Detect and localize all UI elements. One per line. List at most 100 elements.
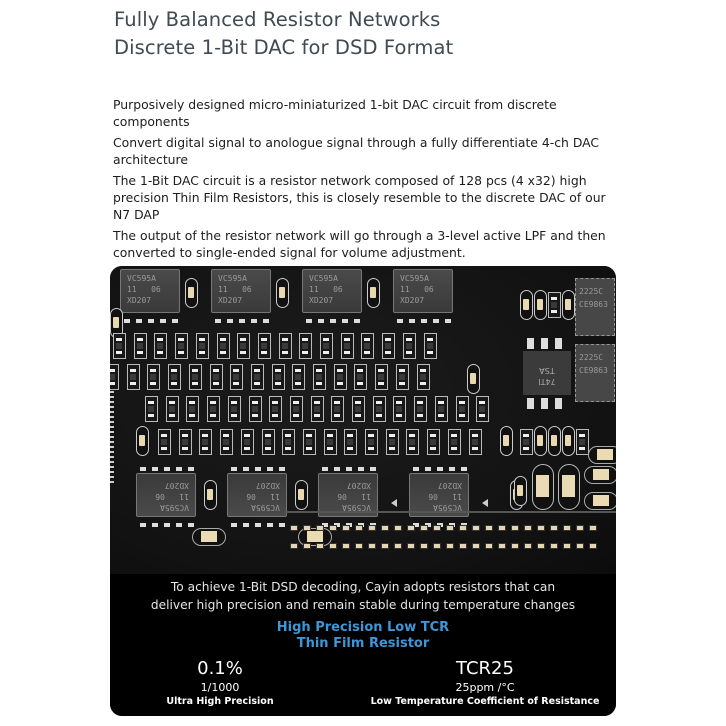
feature-item: The output of the resistor network will … bbox=[113, 228, 606, 260]
resistor bbox=[216, 333, 230, 359]
resistor bbox=[278, 333, 292, 359]
chip-pins bbox=[231, 467, 285, 471]
feature-list: Purposively designed micro-miniaturized … bbox=[113, 96, 623, 265]
capacitor bbox=[467, 364, 480, 394]
resistor bbox=[393, 396, 407, 422]
capacitor bbox=[367, 278, 380, 308]
resistor bbox=[416, 364, 430, 390]
stat-label: Ultra High Precision bbox=[166, 696, 274, 707]
stat-label: Low Temperature Coefficient of Resistanc… bbox=[370, 696, 600, 707]
resistor bbox=[447, 429, 461, 455]
resistor bbox=[414, 396, 428, 422]
resistor bbox=[333, 364, 347, 390]
capacitor bbox=[584, 466, 616, 484]
resistor bbox=[240, 429, 254, 455]
resistor bbox=[331, 396, 345, 422]
caption-band bbox=[110, 574, 616, 716]
sot-pin bbox=[555, 398, 562, 409]
resistor bbox=[468, 429, 482, 455]
stat-value: 0.1% bbox=[197, 658, 243, 679]
capacitor bbox=[204, 480, 217, 510]
resistor bbox=[113, 333, 126, 359]
resistor bbox=[365, 429, 378, 455]
capacitor bbox=[192, 528, 226, 546]
resistor bbox=[434, 396, 448, 422]
chip-pins bbox=[140, 467, 194, 471]
chip-pins bbox=[306, 319, 360, 323]
resistor bbox=[406, 429, 420, 455]
resistor bbox=[188, 364, 202, 390]
resistor bbox=[320, 333, 333, 359]
feature-item: Purposively designed micro-miniaturized … bbox=[113, 97, 557, 129]
polarity-marker bbox=[482, 499, 488, 507]
capacitor bbox=[276, 278, 289, 308]
resistor bbox=[310, 396, 324, 422]
header-pin-row bbox=[290, 543, 597, 549]
resistor bbox=[168, 364, 182, 390]
resistor bbox=[250, 364, 264, 390]
pin-header bbox=[285, 511, 616, 569]
resistor bbox=[354, 364, 368, 390]
stat-value: TCR25 bbox=[456, 658, 514, 679]
capacitor bbox=[548, 426, 561, 456]
resistor bbox=[199, 429, 213, 455]
capacitor bbox=[534, 290, 547, 320]
resistor bbox=[395, 364, 409, 390]
sot-pin bbox=[541, 338, 548, 349]
resistor bbox=[344, 429, 358, 455]
resistor bbox=[230, 364, 244, 390]
resistor bbox=[302, 429, 316, 455]
resistor bbox=[292, 364, 306, 390]
chip-pins bbox=[231, 523, 285, 527]
capacitor bbox=[298, 528, 332, 546]
resistor bbox=[178, 429, 192, 455]
resistor bbox=[269, 396, 283, 422]
resistor bbox=[110, 364, 119, 390]
resistor bbox=[248, 396, 262, 422]
capacitor bbox=[562, 290, 575, 320]
resistor bbox=[520, 429, 533, 455]
resistor bbox=[195, 333, 209, 359]
feature-item: The 1-Bit DAC circuit is a resistor netw… bbox=[113, 173, 606, 222]
resistor bbox=[361, 333, 375, 359]
resistor bbox=[423, 333, 437, 359]
page-heading: Fully Balanced Resistor Networks Discret… bbox=[114, 6, 453, 62]
capacitor bbox=[534, 426, 547, 456]
chip-pins bbox=[215, 319, 269, 323]
stat-tcr: TCR25 25ppm /°C Low Temperature Coeffici… bbox=[360, 658, 610, 709]
capacitor bbox=[588, 446, 616, 464]
resistor bbox=[165, 396, 179, 422]
resistor bbox=[175, 333, 189, 359]
resistor bbox=[576, 429, 589, 455]
resistor bbox=[340, 333, 354, 359]
resistor bbox=[227, 396, 241, 422]
capacitor bbox=[500, 426, 513, 456]
capacitor bbox=[136, 426, 149, 456]
heading-line-1: Fully Balanced Resistor Networks bbox=[114, 8, 441, 31]
caption-highlight-line-2: Thin Film Resistor bbox=[296, 636, 430, 651]
resistor bbox=[257, 333, 271, 359]
chip-pins bbox=[413, 467, 467, 471]
resistor bbox=[313, 364, 326, 390]
capacitor bbox=[295, 480, 308, 510]
capacitor bbox=[185, 278, 198, 308]
resistor bbox=[207, 396, 221, 422]
sot-pin bbox=[527, 398, 534, 409]
caption-intro-line-2: deliver high precision and remain stable… bbox=[150, 598, 576, 612]
resistor bbox=[455, 396, 469, 422]
resistor bbox=[237, 333, 251, 359]
sot-pin bbox=[555, 338, 562, 349]
sot-pin bbox=[527, 338, 534, 349]
resistor bbox=[282, 429, 296, 455]
chip-pins bbox=[322, 467, 376, 471]
